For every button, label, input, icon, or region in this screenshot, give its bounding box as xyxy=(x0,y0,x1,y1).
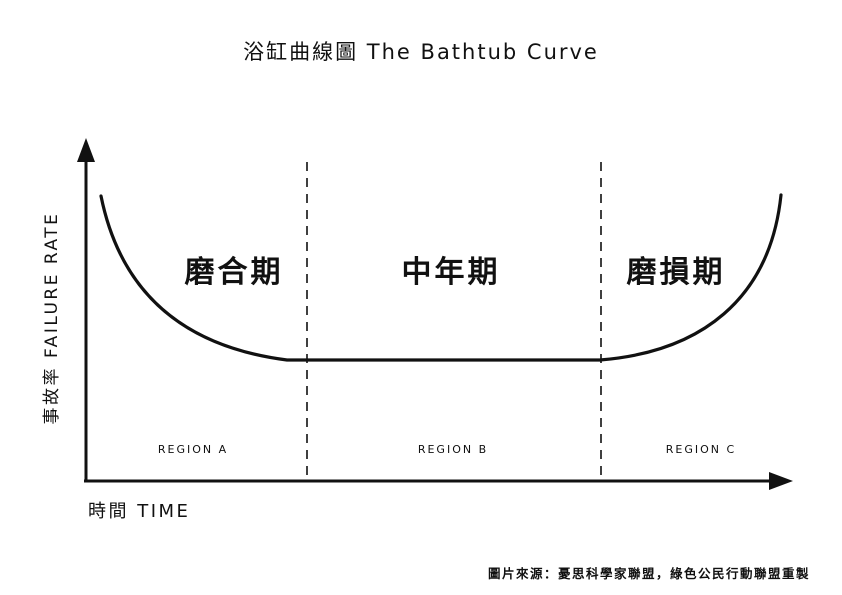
y-axis-label: 事故率 FAILURE RATE xyxy=(42,211,62,425)
region-b-name: 中年期 xyxy=(401,255,501,290)
bathtub-curve xyxy=(99,193,783,362)
x-axis-arrowhead xyxy=(769,472,793,490)
x-axis-label: 時間 TIME xyxy=(88,501,191,522)
region-c-label: REGION C xyxy=(665,443,737,456)
image-source-credit: 圖片來源：憂思科學家聯盟，綠色公民行動聯盟重製 xyxy=(487,566,810,581)
region-a-name: 磨合期 xyxy=(184,255,284,290)
region-b-label: REGION B xyxy=(417,443,489,456)
diagram-title: 浴缸曲線圖 The Bathtub Curve xyxy=(243,40,599,64)
y-axis-arrowhead xyxy=(77,138,95,162)
region-a-label: REGION A xyxy=(157,443,229,456)
region-c-name: 磨損期 xyxy=(626,255,726,290)
